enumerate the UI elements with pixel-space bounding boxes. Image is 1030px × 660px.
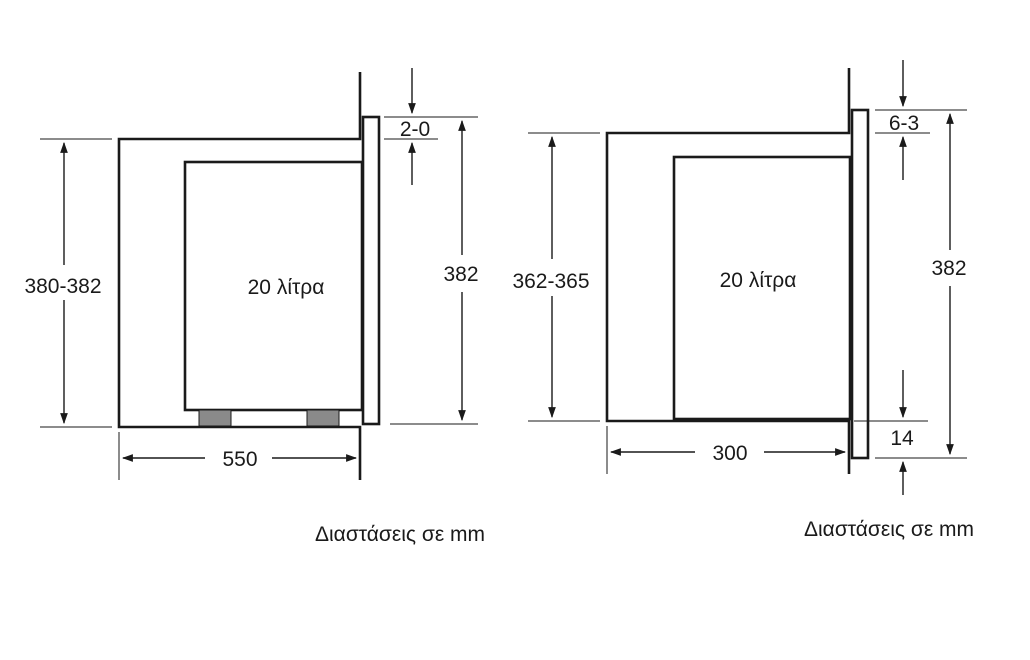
- dim-gap-top-left: 2-0: [384, 68, 438, 185]
- foot-left-2: [306, 409, 340, 427]
- foot-left-1: [198, 409, 232, 427]
- dim-depth-left: 550: [118, 432, 358, 480]
- front-panel-right: [850, 108, 870, 460]
- dim-gap-top-right: 6-3: [875, 60, 930, 180]
- label-height-cabinet-right: 362-365: [512, 270, 589, 293]
- label-height-cabinet-left: 380-382: [24, 275, 101, 298]
- label-gap-top-right: 6-3: [889, 112, 919, 135]
- label-depth-right: 300: [712, 442, 747, 465]
- dim-height-front-right: 382: [875, 109, 967, 459]
- dim-height-front-left: 382: [384, 116, 479, 425]
- diagram-right: 362-365 382 6-3 14 30: [512, 60, 974, 541]
- dim-gap-bottom-right: 14: [854, 370, 928, 495]
- label-gap-bottom-right: 14: [890, 427, 914, 450]
- cabinet-outline-right: [605, 68, 851, 474]
- dim-height-cabinet-right: 362-365: [512, 132, 600, 422]
- diagram-left: 380-382 382 2-0 550 20 λίτρα Διαστάσεις …: [24, 68, 485, 546]
- dim-depth-right: 300: [606, 426, 847, 474]
- label-volume-right: 20 λίτρα: [720, 269, 797, 292]
- microwave-body-right: [672, 155, 852, 421]
- cabinet-outline-left: [117, 72, 362, 480]
- caption-left: Διαστάσεις σε mm: [315, 523, 485, 546]
- caption-right: Διαστάσεις σε mm: [804, 518, 974, 541]
- label-gap-top-left: 2-0: [400, 118, 430, 141]
- dim-height-cabinet-left: 380-382: [24, 138, 112, 428]
- label-height-front-left: 382: [443, 263, 478, 286]
- front-panel-left: [361, 115, 381, 426]
- label-volume-left: 20 λίτρα: [248, 276, 325, 299]
- label-depth-left: 550: [222, 448, 257, 471]
- label-height-front-right: 382: [931, 257, 966, 280]
